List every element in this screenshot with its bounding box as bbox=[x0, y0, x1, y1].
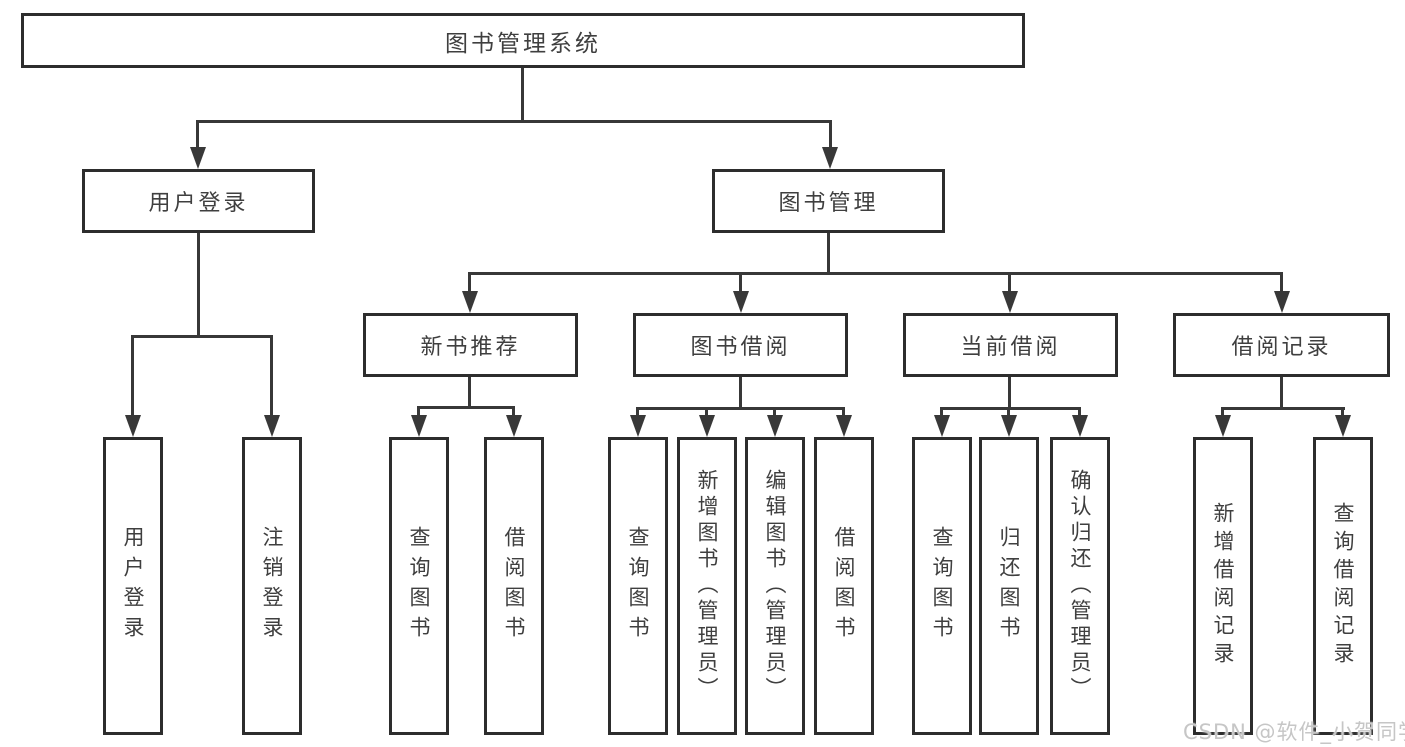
arrow-down-icon bbox=[1001, 415, 1017, 437]
node-current-borrow-label: 当前借阅 bbox=[960, 335, 1061, 360]
arrow-down-icon bbox=[1215, 415, 1231, 437]
connector-borrow-records-split bbox=[1221, 407, 1345, 410]
connector-to-leaf-query-book-1 bbox=[417, 406, 420, 418]
connector-book-management-split bbox=[468, 272, 1283, 275]
arrow-down-icon bbox=[699, 415, 715, 437]
arrow-down-icon bbox=[1002, 291, 1018, 313]
node-leaf-query-record: 查询借阅记录 bbox=[1313, 437, 1373, 735]
node-borrow-records: 借阅记录 bbox=[1173, 313, 1390, 377]
node-book-management-label: 图书管理 bbox=[778, 191, 879, 216]
node-leaf-logout: 注销登录 bbox=[242, 437, 302, 735]
arrow-down-icon bbox=[462, 291, 478, 313]
connector-to-leaf-borrow-book-2 bbox=[842, 407, 845, 418]
node-leaf-return-book: 归还图书 bbox=[979, 437, 1039, 735]
node-leaf-query-book-3-label: 查询图书 bbox=[930, 526, 954, 646]
node-leaf-borrow-book-1-label: 借阅图书 bbox=[502, 526, 526, 646]
node-user-login-label: 用户登录 bbox=[148, 191, 249, 216]
node-root-label: 图书管理系统 bbox=[445, 30, 601, 57]
connector-to-leaf-borrow-book-1 bbox=[512, 406, 515, 418]
arrow-down-icon bbox=[264, 415, 280, 437]
node-leaf-user-login: 用户登录 bbox=[103, 437, 163, 735]
node-book-borrow: 图书借阅 bbox=[633, 313, 848, 377]
connector-to-leaf-user-login bbox=[131, 335, 134, 417]
connector-to-leaf-add-book bbox=[705, 407, 708, 418]
connector-to-leaf-query-book-3 bbox=[940, 407, 943, 418]
connector-borrow-records-stem bbox=[1280, 377, 1283, 408]
connector-to-current-borrow bbox=[1008, 272, 1011, 293]
connector-to-book-borrow bbox=[739, 272, 742, 293]
node-leaf-query-record-label: 查询借阅记录 bbox=[1331, 502, 1355, 670]
node-leaf-confirm-return-label: 确认归还（管理员） bbox=[1068, 469, 1092, 703]
connector-new-book-rec-split bbox=[417, 406, 515, 409]
connector-user-login-split bbox=[131, 335, 273, 338]
arrow-down-icon bbox=[934, 415, 950, 437]
connector-to-leaf-logout bbox=[270, 335, 273, 417]
node-leaf-user-login-label: 用户登录 bbox=[121, 526, 145, 646]
node-user-login: 用户登录 bbox=[82, 169, 315, 233]
watermark-text: CSDN @软件_小贺同学 bbox=[1183, 720, 1405, 744]
node-current-borrow: 当前借阅 bbox=[903, 313, 1118, 377]
connector-to-leaf-query-record bbox=[1341, 407, 1344, 418]
connector-to-leaf-query-book-2 bbox=[636, 407, 639, 418]
arrow-down-icon bbox=[1335, 415, 1351, 437]
connector-to-leaf-confirm-return bbox=[1078, 407, 1081, 418]
arrow-down-icon bbox=[411, 415, 427, 437]
connector-book-borrow-split bbox=[636, 407, 844, 410]
connector-book-borrow-stem bbox=[739, 377, 742, 408]
node-leaf-add-record: 新增借阅记录 bbox=[1193, 437, 1253, 735]
connector-root-stem bbox=[521, 68, 524, 122]
node-leaf-add-book-label: 新增图书（管理员） bbox=[695, 469, 719, 703]
connector-new-book-rec-stem bbox=[468, 377, 471, 408]
node-book-borrow-label: 图书借阅 bbox=[690, 335, 791, 360]
node-leaf-edit-book-label: 编辑图书（管理员） bbox=[763, 469, 787, 703]
connector-current-borrow-stem bbox=[1008, 377, 1011, 408]
arrow-down-icon bbox=[822, 147, 838, 169]
node-leaf-edit-book: 编辑图书（管理员） bbox=[745, 437, 805, 735]
node-leaf-borrow-book-1: 借阅图书 bbox=[484, 437, 544, 735]
connector-to-leaf-return-book bbox=[1007, 407, 1010, 418]
arrow-down-icon bbox=[733, 291, 749, 313]
node-new-book-rec-label: 新书推荐 bbox=[420, 335, 521, 360]
node-leaf-return-book-label: 归还图书 bbox=[997, 526, 1021, 646]
arrow-down-icon bbox=[1072, 415, 1088, 437]
node-leaf-query-book-1: 查询图书 bbox=[389, 437, 449, 735]
node-leaf-query-book-2-label: 查询图书 bbox=[626, 526, 650, 646]
arrow-down-icon bbox=[1274, 291, 1290, 313]
connector-current-borrow-split bbox=[940, 407, 1081, 410]
connector-book-management-stem bbox=[827, 233, 830, 274]
arrow-down-icon bbox=[767, 415, 783, 437]
node-borrow-records-label: 借阅记录 bbox=[1231, 335, 1332, 360]
connector-root-to-user-login bbox=[196, 120, 199, 150]
node-book-management: 图书管理 bbox=[712, 169, 945, 233]
node-leaf-logout-label: 注销登录 bbox=[260, 526, 284, 646]
connector-to-new-book-rec bbox=[468, 272, 471, 293]
arrow-down-icon bbox=[506, 415, 522, 437]
arrow-down-icon bbox=[125, 415, 141, 437]
connector-to-leaf-add-record bbox=[1221, 407, 1224, 418]
node-new-book-rec: 新书推荐 bbox=[363, 313, 578, 377]
node-leaf-borrow-book-2-label: 借阅图书 bbox=[832, 526, 856, 646]
connector-to-borrow-records bbox=[1280, 272, 1283, 293]
node-leaf-query-book-1-label: 查询图书 bbox=[407, 526, 431, 646]
arrow-down-icon bbox=[190, 147, 206, 169]
arrow-down-icon bbox=[630, 415, 646, 437]
node-leaf-query-book-2: 查询图书 bbox=[608, 437, 668, 735]
arrow-down-icon bbox=[836, 415, 852, 437]
connector-root-to-book-management bbox=[829, 120, 832, 150]
node-leaf-query-book-3: 查询图书 bbox=[912, 437, 972, 735]
connector-root-split bbox=[197, 120, 832, 123]
node-leaf-add-book: 新增图书（管理员） bbox=[677, 437, 737, 735]
node-root: 图书管理系统 bbox=[21, 13, 1025, 68]
node-leaf-borrow-book-2: 借阅图书 bbox=[814, 437, 874, 735]
connector-to-leaf-edit-book bbox=[773, 407, 776, 418]
node-leaf-add-record-label: 新增借阅记录 bbox=[1211, 502, 1235, 670]
node-leaf-confirm-return: 确认归还（管理员） bbox=[1050, 437, 1110, 735]
connector-user-login-stem bbox=[197, 233, 200, 337]
